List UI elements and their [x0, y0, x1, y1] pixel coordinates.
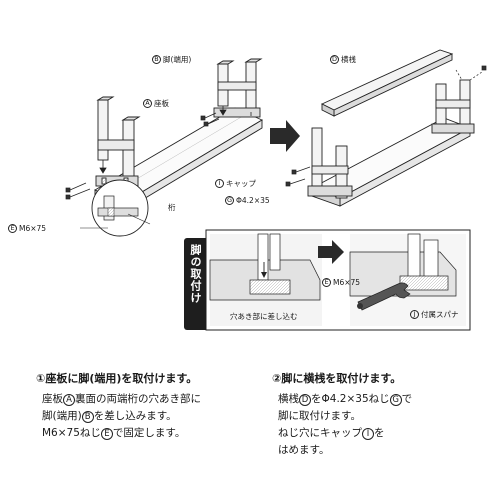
- step-1-marker-a: A: [63, 394, 75, 407]
- end-leg-right: [213, 58, 263, 118]
- step-2-line-1-b: をΦ4.2×35ねじ: [311, 393, 390, 405]
- label-e-screw: E M6×75: [8, 224, 46, 233]
- crossbar: [320, 49, 454, 117]
- label-e-screw-detail: E M6×75: [322, 278, 360, 287]
- step-2-marker-g: G: [389, 394, 402, 407]
- marker-b: B: [152, 55, 161, 64]
- label-e-text: M6×75: [19, 224, 47, 233]
- step-1-marker-e: E: [100, 428, 113, 441]
- marker-j: J: [410, 310, 419, 319]
- label-beam: 桁: [168, 203, 176, 212]
- step-1-line-3-a: M6×75ねじ: [42, 427, 101, 439]
- label-d-crossbar: D 横桟: [330, 55, 356, 64]
- step-2-marker-i: I: [362, 428, 374, 441]
- table-frame-right: [307, 79, 475, 207]
- side-tab-text: 脚の取付け: [189, 244, 202, 304]
- marker-a: A: [143, 99, 152, 108]
- marker-g: G: [225, 196, 234, 205]
- label-b-leg-end: B 脚(端用): [152, 55, 191, 64]
- step-1-line-2-a: 脚(端用): [42, 410, 82, 422]
- label-e-detail-text: M6×75: [333, 278, 361, 287]
- label-b-text: 脚(端用): [163, 55, 192, 64]
- label-hole-insert: 穴あき部に差し込む: [230, 312, 298, 321]
- step-2-line-1-a: 横桟: [278, 393, 299, 405]
- step-2-line-2: 脚に取付けます。: [278, 410, 361, 422]
- label-a-text: 座板: [154, 99, 169, 108]
- label-j-text: 付属スパナ: [421, 310, 459, 319]
- step-1-marker-b: B: [81, 411, 94, 424]
- m6-screws: [65, 112, 220, 200]
- marker-i: I: [215, 179, 224, 188]
- step-arrow-1: [270, 120, 300, 152]
- label-a-seat: A 座板: [143, 99, 169, 108]
- label-i-text: キャップ: [226, 179, 256, 188]
- label-hole-text: 穴あき部に差し込む: [230, 312, 298, 321]
- magnifier-detail: [80, 179, 151, 237]
- step-1-line-1-a: 座板: [42, 393, 63, 405]
- label-g-text: Φ4.2×35: [236, 196, 270, 205]
- step-2-heading: ②脚に横桟を取付けます。: [272, 372, 402, 385]
- label-j-wrench: J 付属スパナ: [410, 310, 459, 319]
- marker-e-detail: E: [322, 278, 331, 287]
- step-2-line-1-c: で: [401, 393, 413, 405]
- step-1-line-3-b: で固定します。: [112, 427, 186, 439]
- label-i-cap: I キャップ: [215, 179, 256, 188]
- marker-d: D: [330, 55, 339, 64]
- step-1-heading: ①座板に脚(端用)を取付けます。: [36, 372, 198, 385]
- label-d-text: 横桟: [341, 55, 356, 64]
- detail-panel: [205, 229, 471, 331]
- marker-e: E: [8, 224, 17, 233]
- step-2-line-3-a: ねじ穴にキャップ: [278, 427, 362, 439]
- crossbar-screws: [285, 65, 487, 187]
- step-2-line-3-b: を: [374, 427, 385, 439]
- step-2-line-4: はめます。: [278, 444, 330, 456]
- label-g-screw: G Φ4.2×35: [225, 196, 270, 205]
- side-tab-leg-attach: 脚の取付け: [184, 238, 206, 330]
- step-2-marker-d: D: [299, 394, 311, 407]
- step-1-line-2-b: を差し込みます。: [93, 410, 177, 422]
- label-beam-text: 桁: [168, 203, 176, 212]
- step-1-line-1-b: 裏面の両端桁の穴あき部に: [75, 393, 201, 405]
